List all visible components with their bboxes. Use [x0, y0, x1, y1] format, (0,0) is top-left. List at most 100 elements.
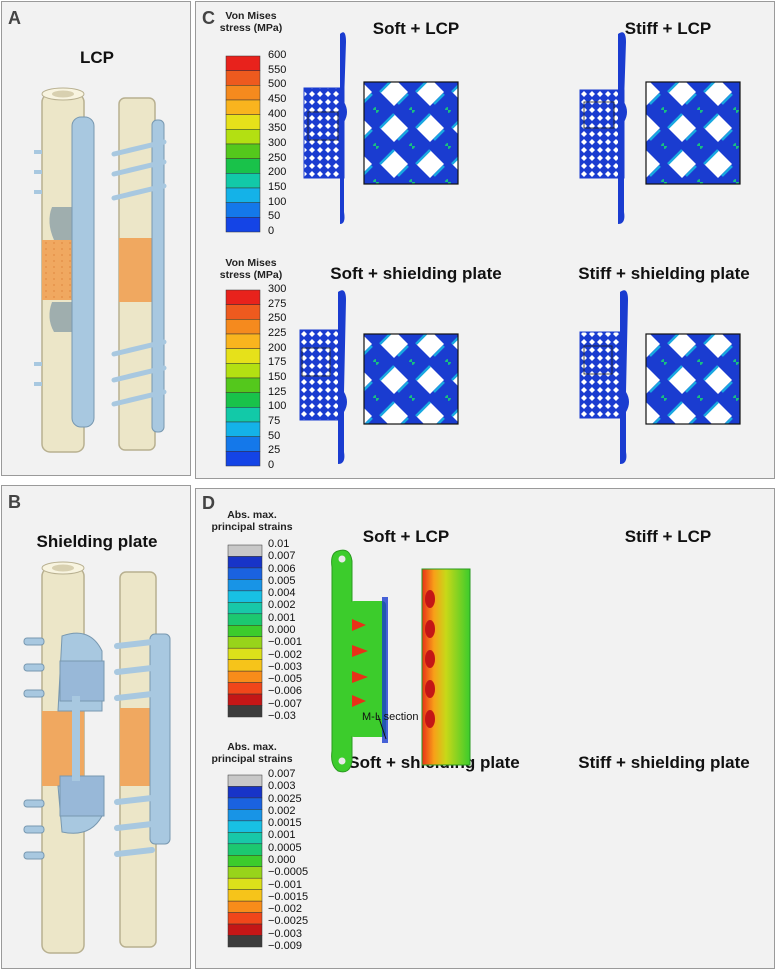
annotation-label: M-L section	[362, 711, 419, 723]
colorbar-tick-label: 550	[268, 63, 287, 76]
colorbar-tick-label: 400	[268, 107, 287, 120]
colorbar-tick-label: 150	[268, 371, 287, 383]
colorbar-tick-label: 600	[268, 49, 287, 61]
colorbar-tick-label: 0.001	[268, 611, 296, 624]
colorbar-bands	[227, 774, 263, 948]
colorbar-tick-label: 500	[268, 78, 287, 91]
colorbar-tick-label: 0.0005	[268, 841, 302, 854]
colorbar-tick-label: 0.005	[268, 574, 296, 587]
colorbar-tick-label: −0.001	[268, 878, 302, 891]
lcp-fixation-illustration	[34, 87, 167, 453]
colorbar-tick-label: −0.003	[268, 660, 302, 673]
colorbar-tick-label: 100	[268, 195, 287, 208]
colorbar-tick-label: 0.0025	[268, 792, 302, 805]
subplot-title: Stiff + shielding plate	[578, 753, 750, 772]
colorbar-tick-label: 0.006	[268, 562, 296, 575]
colorbar-tick-label: −0.0025	[268, 915, 309, 928]
colorbar-tick-label: 0.007	[268, 550, 296, 563]
stress-colorbar-2	[225, 289, 261, 467]
colorbar-band	[227, 705, 263, 718]
colorbar-band	[225, 217, 261, 233]
stress-colorbar-1	[225, 55, 261, 233]
fe-stress-results	[299, 32, 741, 464]
strain-colorbar-2	[227, 774, 263, 948]
colorbar-bands	[225, 55, 261, 233]
panel-letter: B	[8, 492, 21, 512]
colorbar-tick-label: −0.002	[268, 903, 302, 916]
colorbar-tick-label: 0.003	[268, 780, 296, 793]
subplot-title: Soft + LCP	[362, 527, 450, 546]
shielding-plate-illustration	[23, 561, 171, 954]
subplot-title: Stiff + LCP	[624, 527, 712, 546]
colorbar-tick-label: 0.000	[268, 854, 296, 866]
subplot-title: Soft + LCP	[372, 19, 460, 38]
colorbar-tick-label: −0.03	[268, 710, 296, 722]
colorbar-tick-label: −0.006	[268, 685, 302, 698]
panel-b: B Shielding plate	[1, 485, 191, 969]
colorbar-tick-label: −0.007	[268, 697, 302, 710]
subplot-title: Stiff + shielding plate	[578, 264, 750, 283]
soft-lcp-ml-section	[421, 568, 471, 766]
colorbar-band	[225, 451, 261, 467]
colorbar-tick-label: 125	[268, 385, 287, 398]
colorbar-tick-label: 0.007	[268, 768, 296, 780]
colorbar-tick-label: 0.0015	[268, 817, 302, 830]
colorbar-tick-label: 75	[268, 415, 281, 427]
colorbar-tick-label: 250	[268, 312, 287, 325]
stiff-shielding-model	[579, 290, 741, 464]
colorbar-tick-label: 300	[268, 137, 287, 149]
colorbar-title: Von Mises stress (MPa)	[219, 10, 283, 34]
colorbar-tick-label: 0.001	[268, 829, 296, 842]
panel-a: A LCP	[1, 1, 191, 476]
colorbar-tick-label: 50	[268, 429, 281, 442]
colorbar-tick-label: −0.005	[268, 673, 302, 686]
colorbar-bands	[225, 289, 261, 467]
colorbar-tick-label: 25	[268, 444, 281, 457]
colorbar-title: Abs. max. principal strains	[211, 509, 293, 533]
colorbar-tick-label: 225	[268, 327, 287, 339]
colorbar-tick-label: 275	[268, 297, 287, 310]
stiff-lcp-model	[579, 32, 741, 225]
colorbar-tick-label: 350	[268, 122, 287, 135]
colorbar-tick-label: 250	[268, 151, 287, 164]
colorbar-title: Von Mises stress (MPa)	[219, 257, 283, 281]
colorbar-tick-label: 0.004	[268, 587, 296, 600]
colorbar-band	[227, 935, 263, 948]
panel-letter: A	[8, 8, 21, 28]
subplot-title: Stiff + LCP	[624, 19, 712, 38]
colorbar-tick-label: 0	[268, 225, 275, 237]
strain-colorbar-1	[227, 544, 263, 718]
panel-letter: D	[202, 493, 215, 513]
colorbar-tick-label: 100	[268, 400, 287, 413]
panel-title: Shielding plate	[36, 532, 158, 551]
panel-letter: C	[202, 8, 215, 28]
soft-lcp-strain-model	[331, 549, 388, 773]
colorbar-tick-label: −0.009	[268, 940, 302, 952]
colorbar-tick-label: 50	[268, 210, 281, 223]
colorbar-tick-label: −0.003	[268, 927, 302, 940]
colorbar-tick-label: 175	[268, 356, 287, 369]
colorbar-tick-label: 0.000	[268, 624, 296, 636]
colorbar-tick-label: 300	[268, 283, 287, 295]
subplot-title: Soft + shielding plate	[330, 264, 502, 283]
colorbar-tick-label: 0.002	[268, 599, 296, 612]
colorbar-tick-label: 150	[268, 181, 287, 193]
fe-strain-results	[331, 549, 471, 773]
colorbar-tick-label: −0.0005	[268, 866, 309, 879]
colorbar-tick-label: 200	[268, 166, 287, 179]
colorbar-tick-label: −0.002	[268, 648, 302, 661]
colorbar-tick-label: 0.01	[268, 538, 290, 550]
soft-lcp-model	[303, 32, 459, 225]
colorbar-bands	[227, 544, 263, 718]
colorbar-tick-label: −0.001	[268, 636, 302, 649]
colorbar-tick-label: 450	[268, 93, 287, 105]
colorbar-tick-label: 0	[268, 459, 275, 471]
colorbar-tick-label: 200	[268, 341, 287, 354]
colorbar-tick-label: −0.0015	[268, 890, 309, 903]
colorbar-tick-label: 0.002	[268, 804, 296, 817]
